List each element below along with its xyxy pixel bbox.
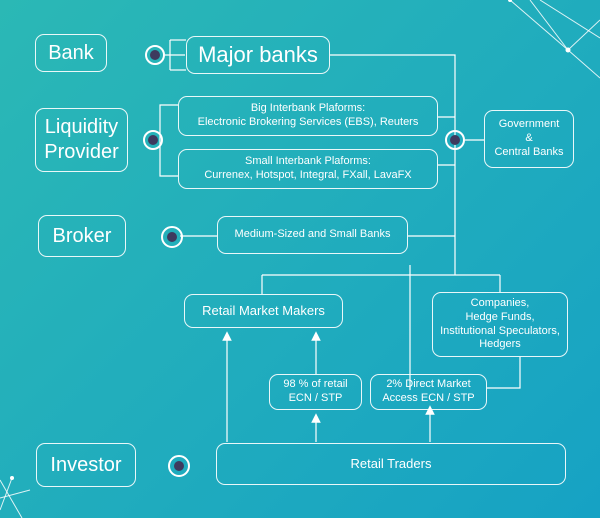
node-companies-label: Companies, Hedge Funds, Institutional Sp… <box>440 297 560 351</box>
category-liquidity-provider-label: Liquidity Provider <box>44 116 119 163</box>
node-government: Government & Central Banks <box>484 110 574 168</box>
category-bank-label: Bank <box>48 41 94 64</box>
broker-connector-dot <box>161 226 183 248</box>
node-retail-market-makers: Retail Market Makers <box>184 294 343 328</box>
category-bank: Bank <box>35 34 107 72</box>
node-retail-market-makers-label: Retail Market Makers <box>202 302 325 318</box>
bank-connector-dot <box>145 45 165 65</box>
node-direct-market-label: 2% Direct Market Access ECN / STP <box>382 378 475 404</box>
node-small-interbank-label: Small Interbank Plaforms: Currenex, Hots… <box>204 155 412 181</box>
node-retail-traders-label: Retail Traders <box>350 455 432 471</box>
node-major-banks: Major banks <box>186 36 330 74</box>
node-medium-small-banks: Medium-Sized and Small Banks <box>217 216 408 254</box>
node-government-label: Government & Central Banks <box>494 118 564 158</box>
node-retail-traders: Retail Traders <box>216 443 566 485</box>
node-medium-small-banks-label: Medium-Sized and Small Banks <box>234 228 391 241</box>
node-big-interbank-label: Big Interbank Plaforms: Electronic Broke… <box>197 102 419 128</box>
liquidity-connector-dot <box>143 130 163 150</box>
node-retail-ecn-label: 98 % of retail ECN / STP <box>283 378 348 404</box>
category-liquidity-provider: Liquidity Provider <box>35 108 128 172</box>
node-direct-market: 2% Direct Market Access ECN / STP <box>370 374 487 410</box>
category-broker-label: Broker <box>52 224 112 247</box>
node-retail-ecn: 98 % of retail ECN / STP <box>269 374 362 410</box>
category-broker: Broker <box>38 215 126 257</box>
node-companies: Companies, Hedge Funds, Institutional Sp… <box>432 292 568 357</box>
trunk-connector-dot <box>445 130 465 150</box>
node-major-banks-label: Major banks <box>198 42 318 68</box>
category-investor-label: Investor <box>50 453 122 476</box>
category-investor: Investor <box>36 443 136 487</box>
node-small-interbank: Small Interbank Plaforms: Currenex, Hots… <box>178 149 438 189</box>
node-big-interbank: Big Interbank Plaforms: Electronic Broke… <box>178 96 438 136</box>
investor-connector-dot <box>168 455 190 477</box>
